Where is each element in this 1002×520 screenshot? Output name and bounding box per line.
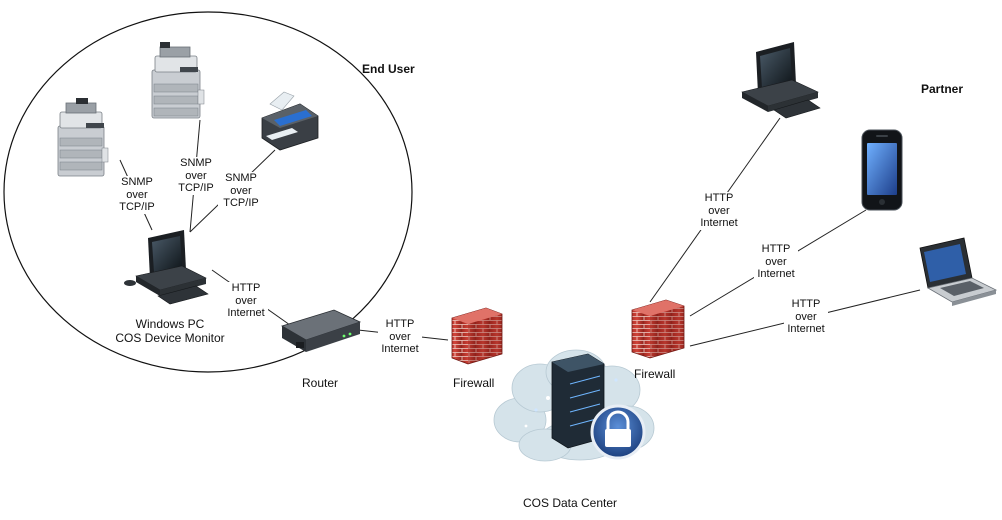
partner-laptop-icon [919, 237, 998, 306]
edge-label-http-firewall-laptop: HTTP over Internet [784, 298, 828, 336]
data-center-icon [493, 349, 655, 462]
edge-label-line: over [185, 169, 207, 182]
end-user-boundary [3, 11, 413, 373]
edge-label-line: HTTP [791, 298, 821, 310]
windows-pc-label-line2: COS Device Monitor [115, 331, 225, 345]
edge-label-line: over [708, 204, 730, 217]
edge-label-line: TCP/IP [178, 182, 214, 194]
edge-label-line: over [765, 255, 787, 268]
partner-group-title: Partner [921, 82, 964, 96]
partner-desktop-icon [741, 42, 821, 119]
edge-label-line: HTTP [761, 243, 791, 255]
copier-left-icon [57, 98, 109, 177]
data-center-label: COS Data Center [523, 496, 618, 510]
windows-pc-label-line1: Windows PC [135, 317, 205, 331]
edge-label-line: HTTP [231, 282, 261, 294]
edge-label-line: Internet [757, 268, 795, 280]
edge-label-http-firewall-phone: HTTP over Internet [754, 243, 798, 281]
edge-label-line: Internet [787, 323, 825, 335]
partner-phone-icon [861, 129, 903, 211]
edge-label-snmp-copier-left: SNMP over TCP/IP [114, 176, 160, 214]
router-icon [281, 309, 362, 352]
edge-label-http-firewall-desktop: HTTP over Internet [697, 192, 741, 230]
edge-label-line: over [230, 184, 252, 197]
edge-label-line: SNMP [225, 172, 257, 184]
printer-icon [261, 91, 319, 151]
edge-label-snmp-printer: SNMP over TCP/IP [218, 172, 264, 210]
end-user-group-title: End User [362, 62, 415, 76]
copier-top-icon [151, 42, 205, 119]
router-label: Router [302, 376, 339, 390]
edge-label-line: Internet [227, 307, 265, 319]
firewall-right-icon [631, 299, 685, 359]
edge-label-line: HTTP [385, 318, 415, 330]
edge-label-line: TCP/IP [119, 201, 155, 213]
edge-label-line: TCP/IP [223, 197, 259, 209]
edge-label-line: over [389, 330, 411, 343]
edge-label-line: over [795, 310, 817, 323]
edge-label-line: Internet [700, 217, 738, 229]
edge-label-line: Internet [381, 343, 419, 355]
windows-pc-label: Windows PC COS Device Monitor [108, 317, 232, 345]
firewall-right-label: Firewall [634, 367, 676, 381]
edge-label-http-router-firewall: HTTP over Internet [378, 318, 422, 356]
edge-label-line: over [235, 294, 257, 307]
edge-label-line: HTTP [704, 192, 734, 204]
windows-pc-icon [124, 230, 209, 305]
edge-label-snmp-copier-top: SNMP over TCP/IP [173, 157, 219, 195]
edge-label-line: SNMP [121, 176, 153, 188]
edge-label-line: SNMP [180, 157, 212, 169]
firewall-left-icon [451, 307, 503, 365]
edge-label-http-pc-router: HTTP over Internet [224, 282, 268, 320]
firewall-left-label: Firewall [453, 376, 495, 390]
edge-label-line: over [126, 188, 148, 201]
